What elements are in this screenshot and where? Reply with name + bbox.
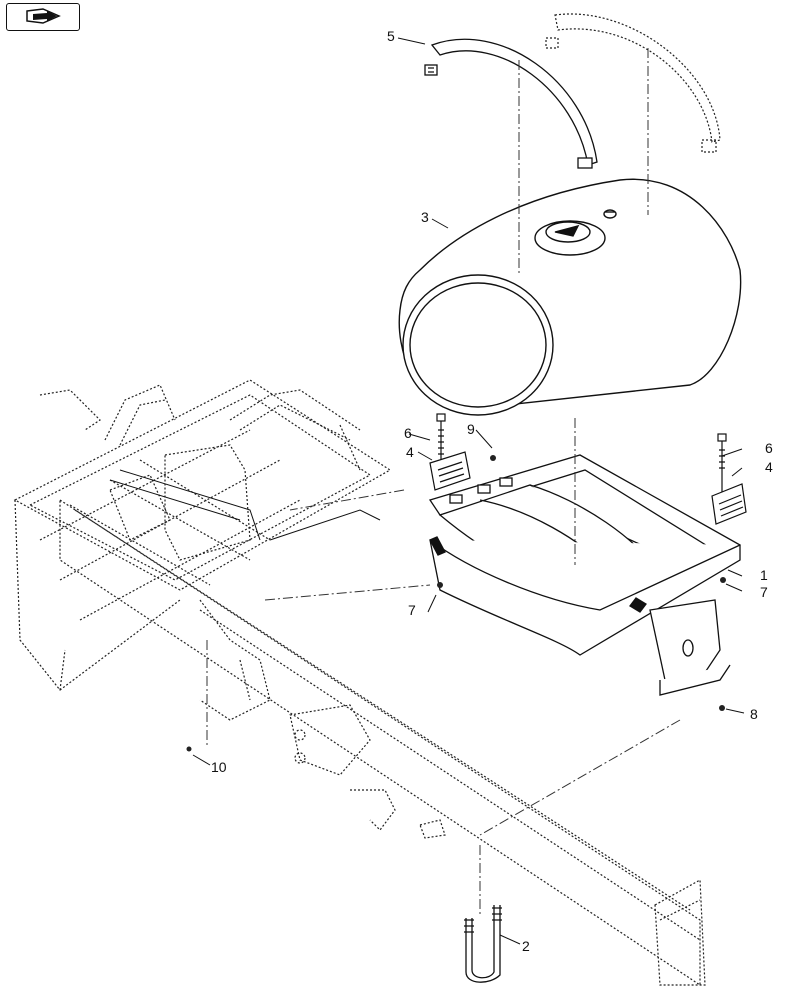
callout-6: 6 (404, 425, 412, 441)
leader-lines (192, 37, 745, 945)
callout-1: 1 (760, 567, 768, 583)
callout-4: 4 (406, 444, 414, 460)
callout-3: 3 (421, 209, 429, 225)
callout-7: 7 (760, 584, 768, 600)
callout-2: 2 (522, 938, 530, 954)
strap-part (545, 13, 721, 153)
callout-10: 10 (211, 759, 227, 775)
tank-support-part (428, 454, 741, 696)
callout-5: 5 (387, 28, 395, 44)
u-bolt-part (464, 905, 502, 983)
page-forward-arrow-icon (26, 8, 61, 24)
bolt-part (436, 413, 727, 500)
nut-part (186, 455, 726, 752)
alignment-lines (206, 48, 681, 915)
tank-part (398, 178, 742, 416)
callout-7: 7 (408, 602, 416, 618)
callout-6: 6 (765, 440, 773, 456)
frame-rail-accents (109, 469, 381, 541)
strap-part (424, 38, 598, 169)
page-forward-button[interactable] (6, 3, 80, 31)
callout-9: 9 (467, 421, 475, 437)
callout-4: 4 (765, 459, 773, 475)
frame-part (13, 379, 706, 987)
callout-8: 8 (750, 706, 758, 722)
pad-part (429, 451, 747, 525)
